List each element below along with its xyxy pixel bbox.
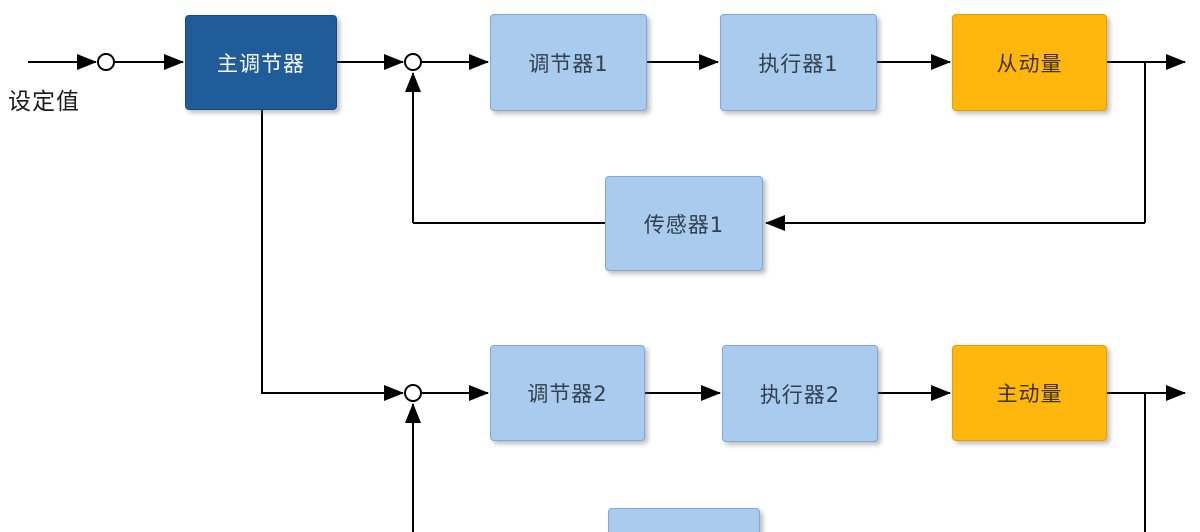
summing-junction-3: [404, 384, 422, 402]
block-controller-1: 调节器1: [490, 14, 647, 111]
block-sensor-1-label: 传感器1: [643, 212, 725, 237]
summing-junction-2: [404, 53, 422, 71]
block-secondary-variable-label: 从动量: [996, 51, 1063, 76]
block-actuator-1: 执行器1: [720, 14, 877, 111]
setpoint-label: 设定值: [8, 89, 80, 115]
block-primary-variable-label: 主动量: [996, 382, 1063, 406]
block-sensor-1: 传感器1: [605, 176, 763, 271]
block-main-controller-label: 主调节器: [217, 51, 305, 76]
block-sensor-2-partial: [608, 508, 760, 532]
block-actuator-1-label: 执行器1: [758, 51, 839, 76]
summing-junction-1: [97, 53, 115, 71]
block-primary-variable: 主动量: [952, 345, 1107, 441]
block-main-controller: 主调节器: [185, 15, 337, 110]
block-actuator-2-label: 执行器2: [759, 382, 841, 407]
block-secondary-variable: 从动量: [952, 14, 1107, 111]
block-controller-2: 调节器2: [490, 345, 645, 441]
block-controller-2-label: 调节器2: [527, 382, 608, 406]
block-controller-1-label: 调节器1: [528, 51, 609, 76]
main-controller-to-junction3-arrow: [261, 110, 404, 401]
block-actuator-2: 执行器2: [722, 345, 878, 442]
